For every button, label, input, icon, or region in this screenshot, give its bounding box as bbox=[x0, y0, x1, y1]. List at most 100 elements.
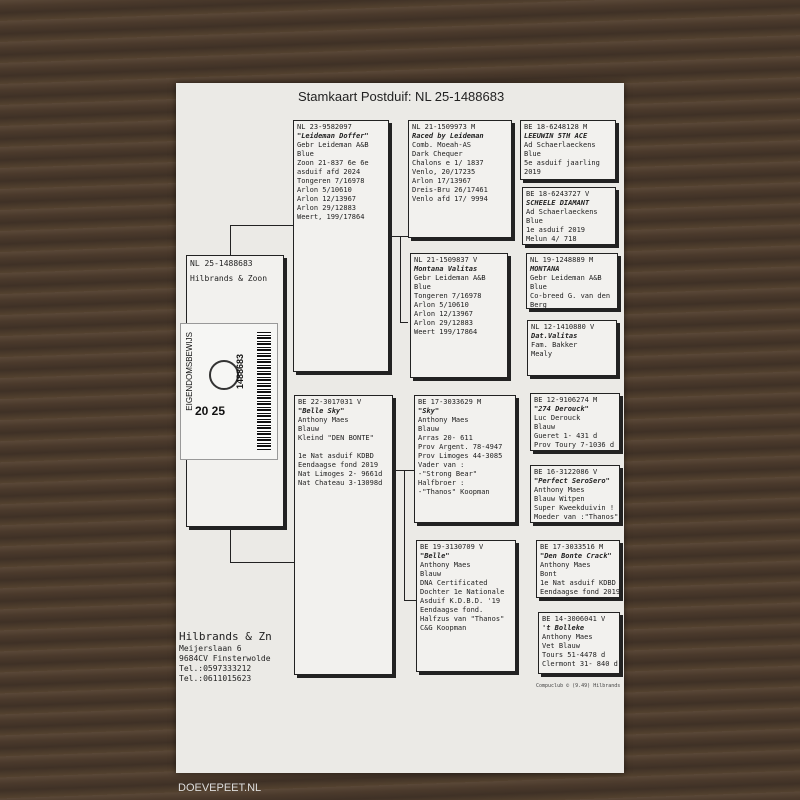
sire-line: Blue bbox=[297, 150, 314, 158]
sss-ring: BE 18-6248128 M bbox=[524, 123, 588, 131]
sdd-card[interactable]: NL 12-1410880 V Dat.Valitas Fam. Bakker … bbox=[527, 320, 617, 376]
dam-line: Nat Limoges 2- 9661d bbox=[298, 470, 383, 478]
ssd-card[interactable]: BE 18-6243727 V SCHEELE DIAMANT Ad Schae… bbox=[522, 187, 616, 245]
dam-line: Nat Chateau 3-13098d bbox=[298, 479, 383, 487]
sire-ring: NL 23-9582097 bbox=[297, 123, 352, 131]
sire-dam-card[interactable]: NL 21-1509837 V Montana Valitas Gebr Lei… bbox=[410, 253, 508, 378]
connector-line bbox=[404, 470, 405, 600]
ss-name: Raced by Leideman bbox=[412, 132, 484, 140]
ds-line: Halfbroer : bbox=[418, 479, 465, 487]
sd-ring: NL 21-1509837 V bbox=[414, 256, 478, 264]
sds-line: Blue bbox=[530, 283, 547, 291]
sss-card[interactable]: BE 18-6248128 M LEEUWIN 5TH ACE Ad Schae… bbox=[520, 120, 616, 180]
connector-line bbox=[230, 562, 294, 563]
sire-line: Arlon 5/10610 bbox=[297, 186, 352, 194]
ds-line: Arras 20- 611 bbox=[418, 434, 473, 442]
sds-card[interactable]: NL 19-1248889 M MONTANA Gebr Leideman A&… bbox=[526, 253, 618, 309]
ssd-line: 1e asduif 2019 bbox=[526, 226, 586, 234]
ring-card-number: 1488683 bbox=[235, 354, 245, 390]
dd-line: Dochter 1e Nationale bbox=[420, 588, 505, 596]
connector-line bbox=[400, 322, 408, 323]
page-title: Stamkaart Postduif: NL 25-1488683 bbox=[298, 89, 505, 104]
ds-name: "Sky" bbox=[418, 407, 440, 415]
sire-line: asduif afd 2024 bbox=[297, 168, 361, 176]
dd-line: Asduif K.D.B.D. '19 bbox=[420, 597, 501, 605]
seal-icon bbox=[209, 360, 239, 390]
dss-line: Prov Toury 7-1036 d bbox=[534, 441, 615, 449]
dd-ring: BE 19-3130709 V bbox=[420, 543, 484, 551]
dam-card[interactable]: BE 22-3017031 V "Belle Sky" Anthony Maes… bbox=[294, 395, 393, 675]
ds-line: Anthony Maes bbox=[418, 416, 469, 424]
sds-line: Gebr Leideman A&B bbox=[530, 274, 602, 282]
ss-line: Chalons e 1/ 1837 bbox=[412, 159, 484, 167]
dsd-line: Moeder van :"Thanos" bbox=[534, 513, 619, 521]
sds-ring: NL 19-1248889 M bbox=[530, 256, 594, 264]
sds-name: MONTANA bbox=[530, 265, 560, 273]
ss-line: Venlo afd 17/ 9994 bbox=[412, 195, 488, 203]
dam-line: Anthony Maes bbox=[298, 416, 349, 424]
sire-card[interactable]: NL 23-9582097 "Leideman Doffer" Gebr Lei… bbox=[293, 120, 389, 372]
dds-line: Anthony Maes bbox=[540, 561, 591, 569]
sss-line: 5e asduif jaarling bbox=[524, 159, 600, 167]
sdd-ring: NL 12-1410880 V bbox=[531, 323, 595, 331]
dsd-line: Blauw Witpen bbox=[534, 495, 585, 503]
dd-line: C&G Koopman bbox=[420, 624, 467, 632]
sd-line: Gebr Leideman A&B bbox=[414, 274, 486, 282]
dam-dam-card[interactable]: BE 19-3130709 V "Belle" Anthony Maes Bla… bbox=[416, 540, 516, 672]
ring-card-sticker: EIGENDOMSBEWIJS 20 25 1488683 bbox=[180, 323, 278, 460]
connector-line bbox=[400, 236, 401, 322]
connector-line bbox=[230, 225, 294, 226]
connector-line bbox=[390, 236, 408, 237]
sdd-line: Mealy bbox=[531, 350, 553, 358]
dss-line: Blauw bbox=[534, 423, 556, 431]
dam-line: Kleind "DEN BONTE" bbox=[298, 434, 374, 442]
sd-line: Tongeren 7/16978 bbox=[414, 292, 482, 300]
ssd-line: Blue bbox=[526, 217, 543, 225]
dsd-card[interactable]: BE 16-3122086 V "Perfect SeroSero" Antho… bbox=[530, 465, 620, 523]
dd-line: Blauw bbox=[420, 570, 442, 578]
dd-name: "Belle" bbox=[420, 552, 450, 560]
dam-sire-card[interactable]: BE 17-3033629 M "Sky" Anthony Maes Blauw… bbox=[414, 395, 516, 523]
sire-line: Zoon 21-837 6e 6e bbox=[297, 159, 369, 167]
sire-line: Gebr Leideman A&B bbox=[297, 141, 369, 149]
sd-line: Weert 199/17864 bbox=[414, 328, 478, 336]
software-credit: Compuclub © (9.49) Hilbrands bbox=[536, 683, 621, 689]
dds-line: Bont bbox=[540, 570, 557, 578]
ss-line: Venlo, 20/17235 bbox=[412, 168, 476, 176]
dd-line: DNA Certificated bbox=[420, 579, 488, 587]
ssd-ring: BE 18-6243727 V bbox=[526, 190, 590, 198]
ss-line: Dreis-Bru 26/17461 bbox=[412, 186, 488, 194]
sdd-name: Dat.Valitas bbox=[531, 332, 578, 340]
dss-line: Gueret 1- 431 d bbox=[534, 432, 598, 440]
dam-ring: BE 22-3017031 V bbox=[298, 398, 362, 406]
ring-card-text: EIGENDOMSBEWIJS bbox=[185, 332, 194, 411]
subject-ring: NL 25-1488683 bbox=[190, 259, 253, 268]
dd-line: Eendaagse fond. bbox=[420, 606, 484, 614]
ds-line: Prov Argent. 78-4947 bbox=[418, 443, 503, 451]
dds-line: 1e Nat asduif KDBD bbox=[540, 579, 616, 587]
sds-line: Co-breed G. van den bbox=[530, 292, 611, 300]
dsd-ring: BE 16-3122086 V bbox=[534, 468, 598, 476]
breeder-footer: Hilbrands & Zn Meijerslaan 6 9684CV Fins… bbox=[179, 630, 272, 684]
sire-sire-card[interactable]: NL 21-1509973 M Raced by Leideman Comb. … bbox=[408, 120, 512, 238]
ddd-line: Tours 51-4478 d bbox=[542, 651, 606, 659]
sss-line: 2019 bbox=[524, 168, 541, 176]
dd-line: Anthony Maes bbox=[420, 561, 471, 569]
sd-line: Arlon 29/12883 bbox=[414, 319, 474, 327]
breeder-name: Hilbrands & Zn bbox=[179, 630, 272, 643]
ds-line: Vader van : bbox=[418, 461, 465, 469]
dss-card[interactable]: BE 12-9106274 M "274 Derouck" Luc Derouc… bbox=[530, 393, 620, 451]
ds-line: Prov Limoges 44-3085 bbox=[418, 452, 503, 460]
dsd-line: Super Kweekduivin ! bbox=[534, 504, 615, 512]
sdd-line: Fam. Bakker bbox=[531, 341, 578, 349]
dds-card[interactable]: BE 17-3033516 M "Den Bonte Crack" Anthon… bbox=[536, 540, 620, 598]
dds-line: Eendaagse fond 2019 bbox=[540, 588, 620, 596]
sd-line: Arlon 5/10610 bbox=[414, 301, 469, 309]
sire-line: Arlon 12/13967 bbox=[297, 195, 357, 203]
connector-line bbox=[404, 600, 416, 601]
ddd-card[interactable]: BE 14-3006041 V 't Bolleke Anthony Maes … bbox=[538, 612, 620, 674]
ddd-name: 't Bolleke bbox=[542, 624, 585, 632]
ss-line: Dark Chequer bbox=[412, 150, 463, 158]
ds-line: -"Strong Bear" bbox=[418, 470, 478, 478]
connector-line bbox=[230, 530, 231, 562]
